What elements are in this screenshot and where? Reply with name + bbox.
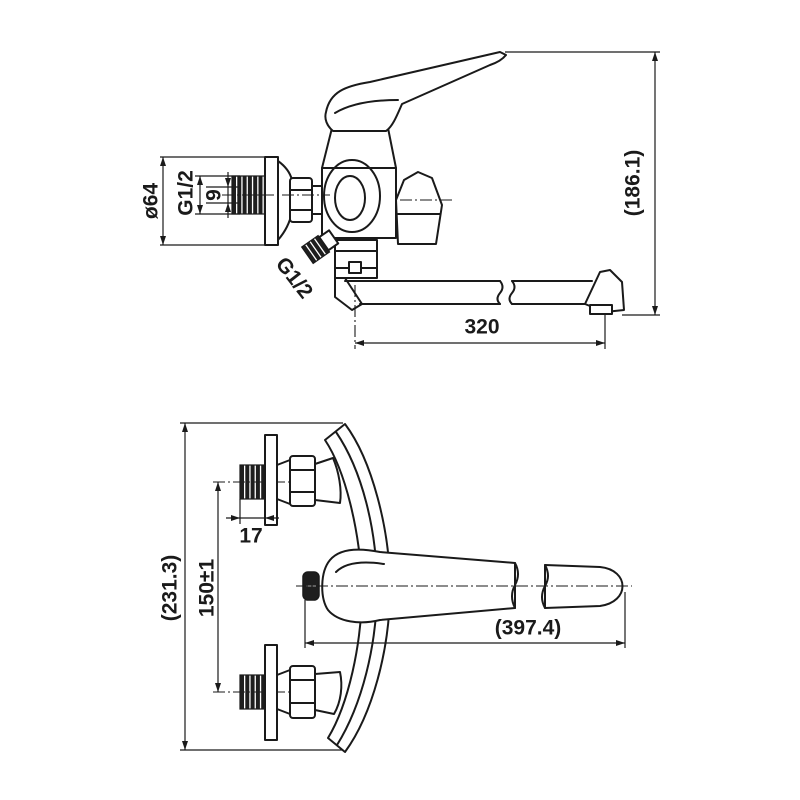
diverter-knob [395, 171, 443, 245]
dimension-thread-depth: 9 [203, 172, 240, 218]
spout-reach-label: 320 [464, 316, 499, 339]
inlet-spacing-label: 150±1 [196, 559, 219, 618]
dimension-overall-length: (397.4) [304, 592, 626, 648]
lever-handle [324, 51, 507, 132]
inlet-thread-label: G1/2 [175, 170, 198, 216]
lower-hex-nut [289, 665, 316, 719]
dimension-height: (186.1) [505, 51, 660, 316]
outlet-fitting [334, 239, 378, 279]
hex-nut [289, 177, 325, 223]
dimension-thread-length: 17 [226, 499, 279, 548]
front-view: (231.3) 150±1 [159, 422, 632, 753]
dimension-overall-height: (231.3) [159, 422, 343, 751]
height-label: (186.1) [622, 150, 645, 217]
spout-nozzle [584, 269, 625, 315]
upper-wall-flange [264, 434, 278, 526]
dimension-spout-reach: 320 [354, 285, 606, 349]
thread-length-label: 17 [239, 525, 262, 548]
lever-detail-line [334, 99, 399, 114]
upper-inlet [239, 434, 342, 526]
lower-inlet [239, 644, 343, 741]
upper-hex-nut [289, 455, 316, 507]
angled-inlet [300, 229, 340, 265]
overall-height-label: (231.3) [159, 555, 182, 622]
angled-inlet-thread-label: G1/2 [271, 253, 317, 303]
dimension-flange-diameter: ø64 [140, 156, 270, 246]
overall-length-label: (397.4) [495, 617, 562, 640]
dimension-inlet-spacing: 150±1 [196, 481, 300, 693]
flange-diameter-label: ø64 [140, 183, 163, 220]
wall-flange [264, 156, 293, 246]
thread-depth-label: 9 [203, 189, 226, 201]
valve-body [321, 127, 397, 239]
lower-wall-flange [264, 644, 278, 741]
top-view: ø64 G1/2 9 [140, 51, 660, 349]
spout [334, 277, 593, 311]
